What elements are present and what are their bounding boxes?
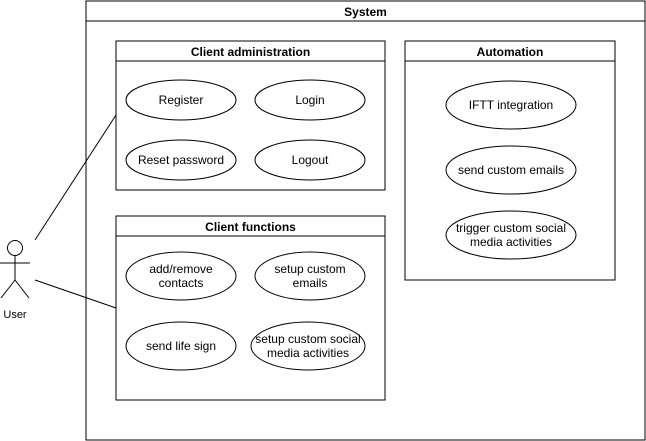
use-case-label-line-2: media activities bbox=[470, 235, 552, 249]
package-client-administration: Client administration Register Login Res… bbox=[115, 40, 386, 191]
use-case-label: Logout bbox=[292, 153, 329, 167]
use-case-label-line-2: emails bbox=[293, 276, 328, 290]
use-case-label-line-2: media activities bbox=[267, 346, 349, 360]
use-case-login: Login bbox=[254, 79, 366, 121]
use-case-label: Register bbox=[159, 93, 204, 107]
association-user-client-functions bbox=[34, 279, 117, 309]
package-frame bbox=[115, 215, 386, 401]
use-case-ellipse bbox=[445, 80, 577, 130]
actor-label: User bbox=[3, 309, 27, 321]
actor-head-icon bbox=[7, 240, 23, 256]
package-title: Client functions bbox=[205, 220, 296, 234]
package-automation: Automation IFTT integration send custom … bbox=[404, 40, 616, 281]
use-case-ellipse bbox=[254, 139, 366, 181]
use-case-ellipse bbox=[445, 145, 577, 195]
use-case-ellipse bbox=[250, 321, 366, 371]
use-case-trigger-custom-social-media: trigger custom social media activities bbox=[445, 210, 577, 260]
use-case-label-line-2: contacts bbox=[159, 276, 204, 290]
use-case-label: send custom emails bbox=[458, 163, 564, 177]
use-case-label-line-1: add/remove bbox=[149, 262, 213, 276]
use-case-ellipse bbox=[125, 321, 237, 371]
actor-right-leg bbox=[14, 279, 30, 299]
use-case-ellipse bbox=[254, 79, 366, 121]
package-title: Automation bbox=[477, 45, 544, 59]
use-case-label: send life sign bbox=[146, 339, 216, 353]
use-case-add-remove-contacts: add/remove contacts bbox=[125, 251, 237, 301]
package-title: Client administration bbox=[191, 45, 310, 59]
use-case-iftt-integration: IFTT integration bbox=[445, 80, 577, 130]
use-case-reset-password: Reset password bbox=[125, 139, 237, 181]
use-case-register: Register bbox=[125, 79, 237, 121]
use-case-ellipse bbox=[445, 210, 577, 260]
use-case-logout: Logout bbox=[254, 139, 366, 181]
actor-left-leg bbox=[0, 279, 16, 299]
use-case-label-line-1: setup custom bbox=[274, 262, 345, 276]
use-case-setup-custom-emails: setup custom emails bbox=[254, 251, 366, 301]
use-case-label-line-1: setup custom social bbox=[255, 332, 360, 346]
use-case-send-life-sign: send life sign bbox=[125, 321, 237, 371]
use-case-ellipse bbox=[254, 251, 366, 301]
use-case-ellipse bbox=[125, 79, 237, 121]
system-title: System bbox=[344, 5, 387, 19]
use-case-ellipse bbox=[125, 139, 237, 181]
use-case-ellipse bbox=[125, 251, 237, 301]
use-case-label-line-1: trigger custom social bbox=[456, 221, 566, 235]
use-case-send-custom-emails: send custom emails bbox=[445, 145, 577, 195]
association-user-client-administration bbox=[34, 114, 117, 241]
use-case-setup-custom-social-media: setup custom social media activities bbox=[250, 321, 366, 371]
use-case-label: Login bbox=[295, 93, 324, 107]
use-case-label: Reset password bbox=[138, 153, 224, 167]
actor-user: User bbox=[0, 240, 30, 321]
use-case-label: IFTT integration bbox=[469, 98, 553, 112]
package-client-functions: Client functions add/remove contacts set… bbox=[115, 215, 386, 401]
